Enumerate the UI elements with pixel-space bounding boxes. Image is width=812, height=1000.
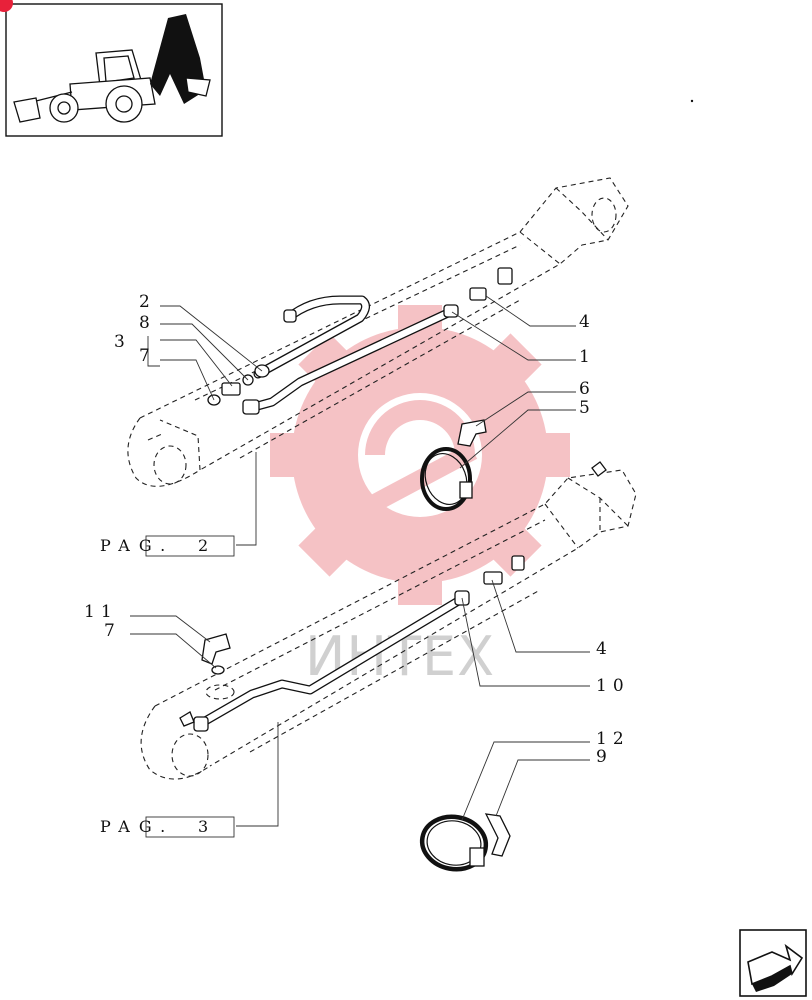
page-ref-box-3 xyxy=(145,816,235,838)
page-ref-number-3: 3 xyxy=(198,817,217,836)
callout-4-lower: 4 xyxy=(596,639,613,659)
callout-10: 10 xyxy=(596,676,630,696)
gear-watermark xyxy=(270,305,570,605)
backhoe-loader-thumbnail xyxy=(0,0,223,137)
callout-11: 11 xyxy=(84,602,118,622)
callout-3: 3 xyxy=(114,332,131,352)
callout-6: 6 xyxy=(579,379,596,399)
callout-8: 8 xyxy=(139,313,156,333)
upper-hose-assembly xyxy=(207,267,513,415)
callout-9: 9 xyxy=(596,747,613,767)
callout-5: 5 xyxy=(579,398,596,418)
lower-pipe xyxy=(179,461,607,732)
callout-2: 2 xyxy=(139,292,156,312)
callout-7-lower: 7 xyxy=(104,621,121,641)
callout-12: 12 xyxy=(596,729,630,749)
next-page-arrow-icon[interactable] xyxy=(739,929,807,997)
leader-lines xyxy=(130,295,590,827)
lower-cylinder-phantom xyxy=(140,469,637,780)
callout-4-upper: 4 xyxy=(579,312,596,332)
callout-1: 1 xyxy=(579,347,596,367)
corner-badge xyxy=(0,0,13,12)
lower-bracket xyxy=(484,813,511,857)
page-ref-label-3: PAG. xyxy=(100,817,174,836)
upper-clamp xyxy=(420,447,473,511)
page-ref-number-2: 2 xyxy=(198,536,217,555)
upper-bracket xyxy=(457,419,487,447)
page-ref-label-2: PAG. xyxy=(100,536,174,555)
callout-7-upper: 7 xyxy=(139,346,156,366)
lower-clamp xyxy=(419,814,489,872)
page-ref-box-2 xyxy=(145,535,235,557)
stray-dot xyxy=(690,99,694,103)
